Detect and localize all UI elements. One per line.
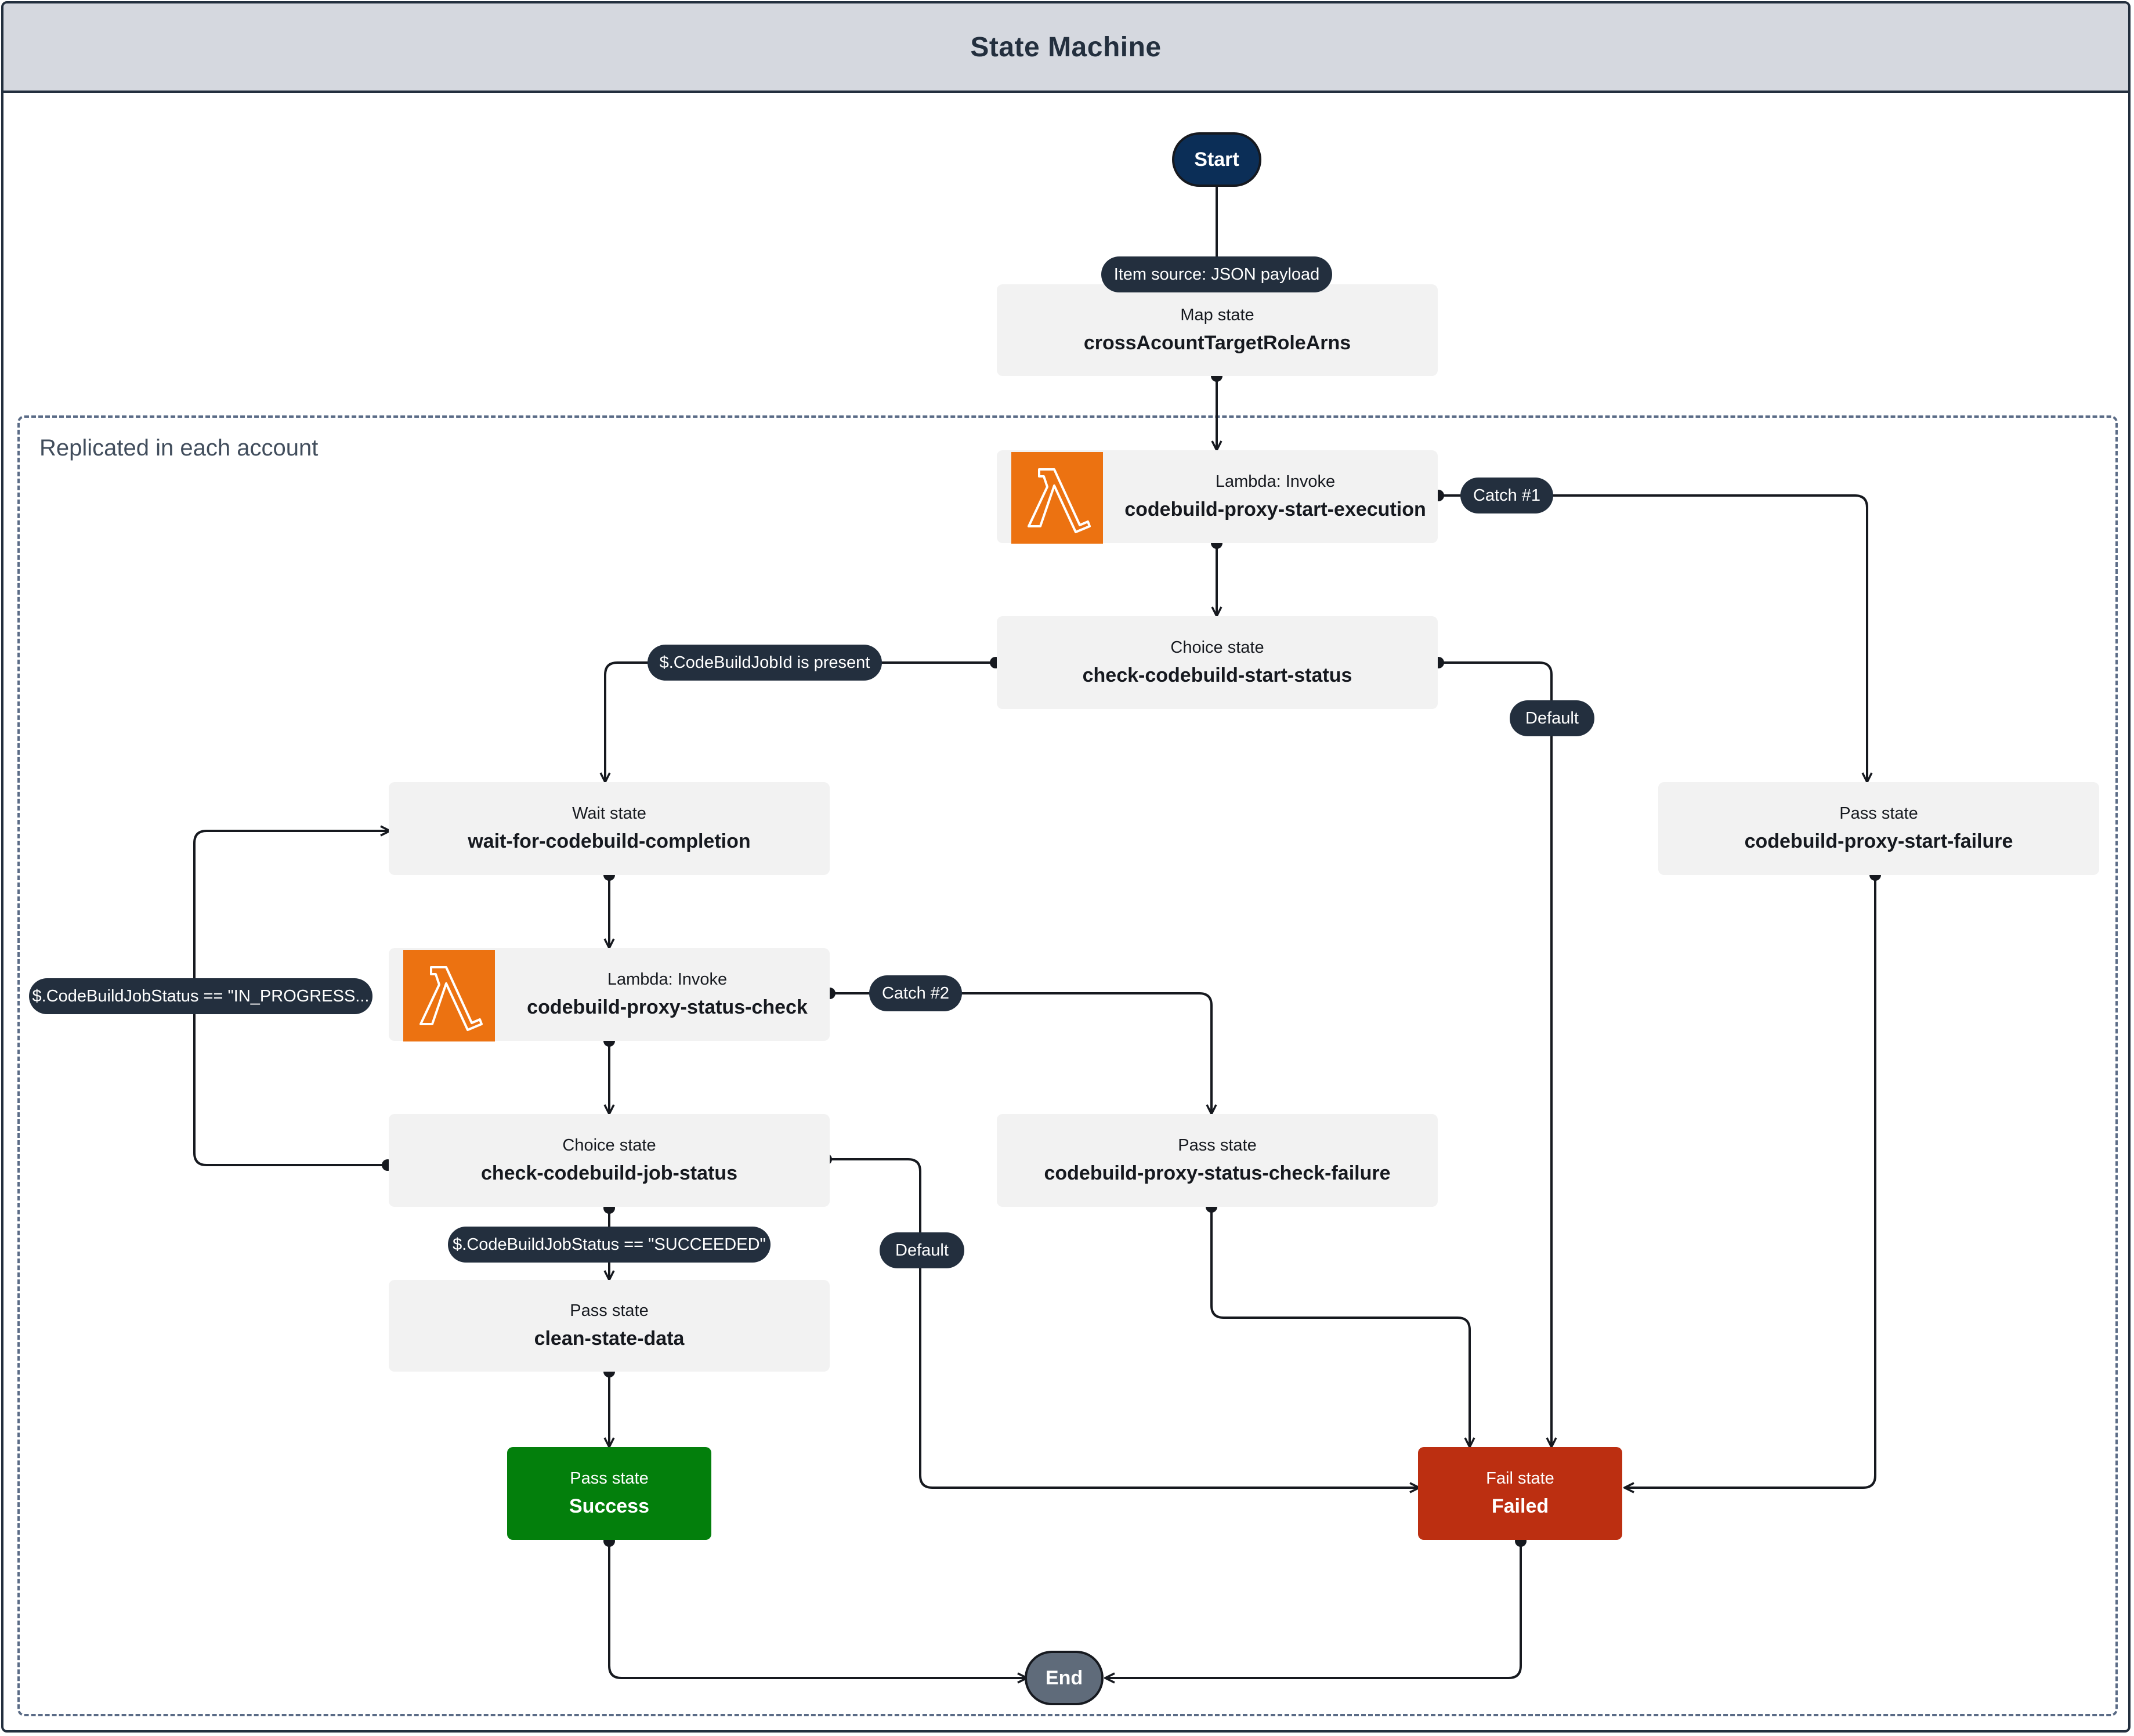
catch2-label: Catch #2	[869, 975, 962, 1011]
clean-state-node[interactable]: Pass state clean-state-data	[389, 1280, 830, 1372]
status-check-failure-node[interactable]: Pass state codebuild-proxy-status-check-…	[997, 1114, 1438, 1207]
state-name: Failed	[1491, 1495, 1549, 1517]
check-start-status-node[interactable]: Choice state check-codebuild-start-statu…	[997, 616, 1438, 709]
state-kind: Wait state	[572, 804, 646, 823]
state-kind: Choice state	[1170, 638, 1264, 657]
state-name: check-codebuild-start-status	[1082, 664, 1352, 686]
state-kind: Pass state	[570, 1301, 649, 1320]
state-kind: Pass state	[570, 1469, 649, 1488]
edge-failed-to-end	[1105, 1541, 1522, 1678]
state-kind: Map state	[1180, 306, 1254, 324]
state-name: codebuild-proxy-status-check	[527, 996, 808, 1018]
state-name: wait-for-codebuild-completion	[468, 830, 751, 852]
map-state-node[interactable]: Map state crossAcountTargetRoleArns	[997, 284, 1438, 376]
check-job-status-node[interactable]: Choice state check-codebuild-job-status	[389, 1114, 830, 1207]
edge-default1-to-failed	[1438, 661, 1551, 1447]
edge-status-failure-to-failed	[1210, 1207, 1470, 1447]
state-kind: Pass state	[1839, 804, 1918, 823]
start-node[interactable]: Start	[1172, 132, 1261, 187]
state-name: codebuild-proxy-start-execution	[1124, 498, 1426, 520]
default-label-1: Default	[1510, 700, 1594, 736]
in-progress-label: $.CodeBuildJobStatus == "IN_PROGRESS...	[29, 978, 372, 1014]
edge-default2-to-failed	[826, 1158, 1419, 1488]
default-label-2: Default	[880, 1232, 964, 1268]
state-name: crossAcountTargetRoleArns	[1083, 332, 1351, 354]
state-name: codebuild-proxy-status-check-failure	[1044, 1162, 1391, 1184]
start-failure-node[interactable]: Pass state codebuild-proxy-start-failure	[1658, 782, 2099, 875]
edge-start-failure-to-failed	[1625, 875, 1876, 1488]
state-kind: Choice state	[562, 1136, 656, 1155]
diagram-title: State Machine	[970, 31, 1162, 63]
state-name: codebuild-proxy-start-failure	[1744, 830, 2013, 852]
wait-node[interactable]: Wait state wait-for-codebuild-completion	[389, 782, 830, 875]
title-bar: State Machine	[3, 3, 2128, 93]
item-source-label: Item source: JSON payload	[1101, 256, 1332, 292]
status-check-node[interactable]: Lambda: Invoke codebuild-proxy-status-ch…	[389, 948, 830, 1041]
state-kind: Lambda: Invoke	[607, 970, 728, 989]
edge-jobid-to-wait	[605, 661, 996, 782]
state-name: check-codebuild-job-status	[480, 1162, 738, 1184]
end-node[interactable]: End	[1025, 1651, 1104, 1705]
failed-node[interactable]: Fail state Failed	[1418, 1447, 1622, 1540]
edge-catch2-to-status-failure	[830, 992, 1211, 1114]
catch1-label: Catch #1	[1460, 478, 1553, 513]
state-kind: Lambda: Invoke	[1215, 472, 1336, 491]
success-node[interactable]: Pass state Success	[507, 1447, 711, 1540]
edge-catch1-to-start-failure	[1438, 494, 1867, 782]
succeeded-label: $.CodeBuildJobStatus == "SUCCEEDED"	[448, 1227, 771, 1263]
lambda-icon	[1011, 452, 1103, 544]
account-group-box	[17, 415, 2118, 1716]
lambda-icon	[403, 950, 495, 1041]
group-label: Replicated in each account	[39, 435, 319, 461]
state-name: clean-state-data	[534, 1328, 685, 1350]
edge-success-to-end	[608, 1541, 1027, 1678]
start-execution-node[interactable]: Lambda: Invoke codebuild-proxy-start-exe…	[997, 450, 1438, 544]
state-kind: Fail state	[1486, 1469, 1554, 1488]
state-name: Success	[569, 1495, 649, 1517]
state-kind: Pass state	[1178, 1136, 1257, 1155]
jobid-present-label: $.CodeBuildJobId is present	[648, 645, 882, 681]
